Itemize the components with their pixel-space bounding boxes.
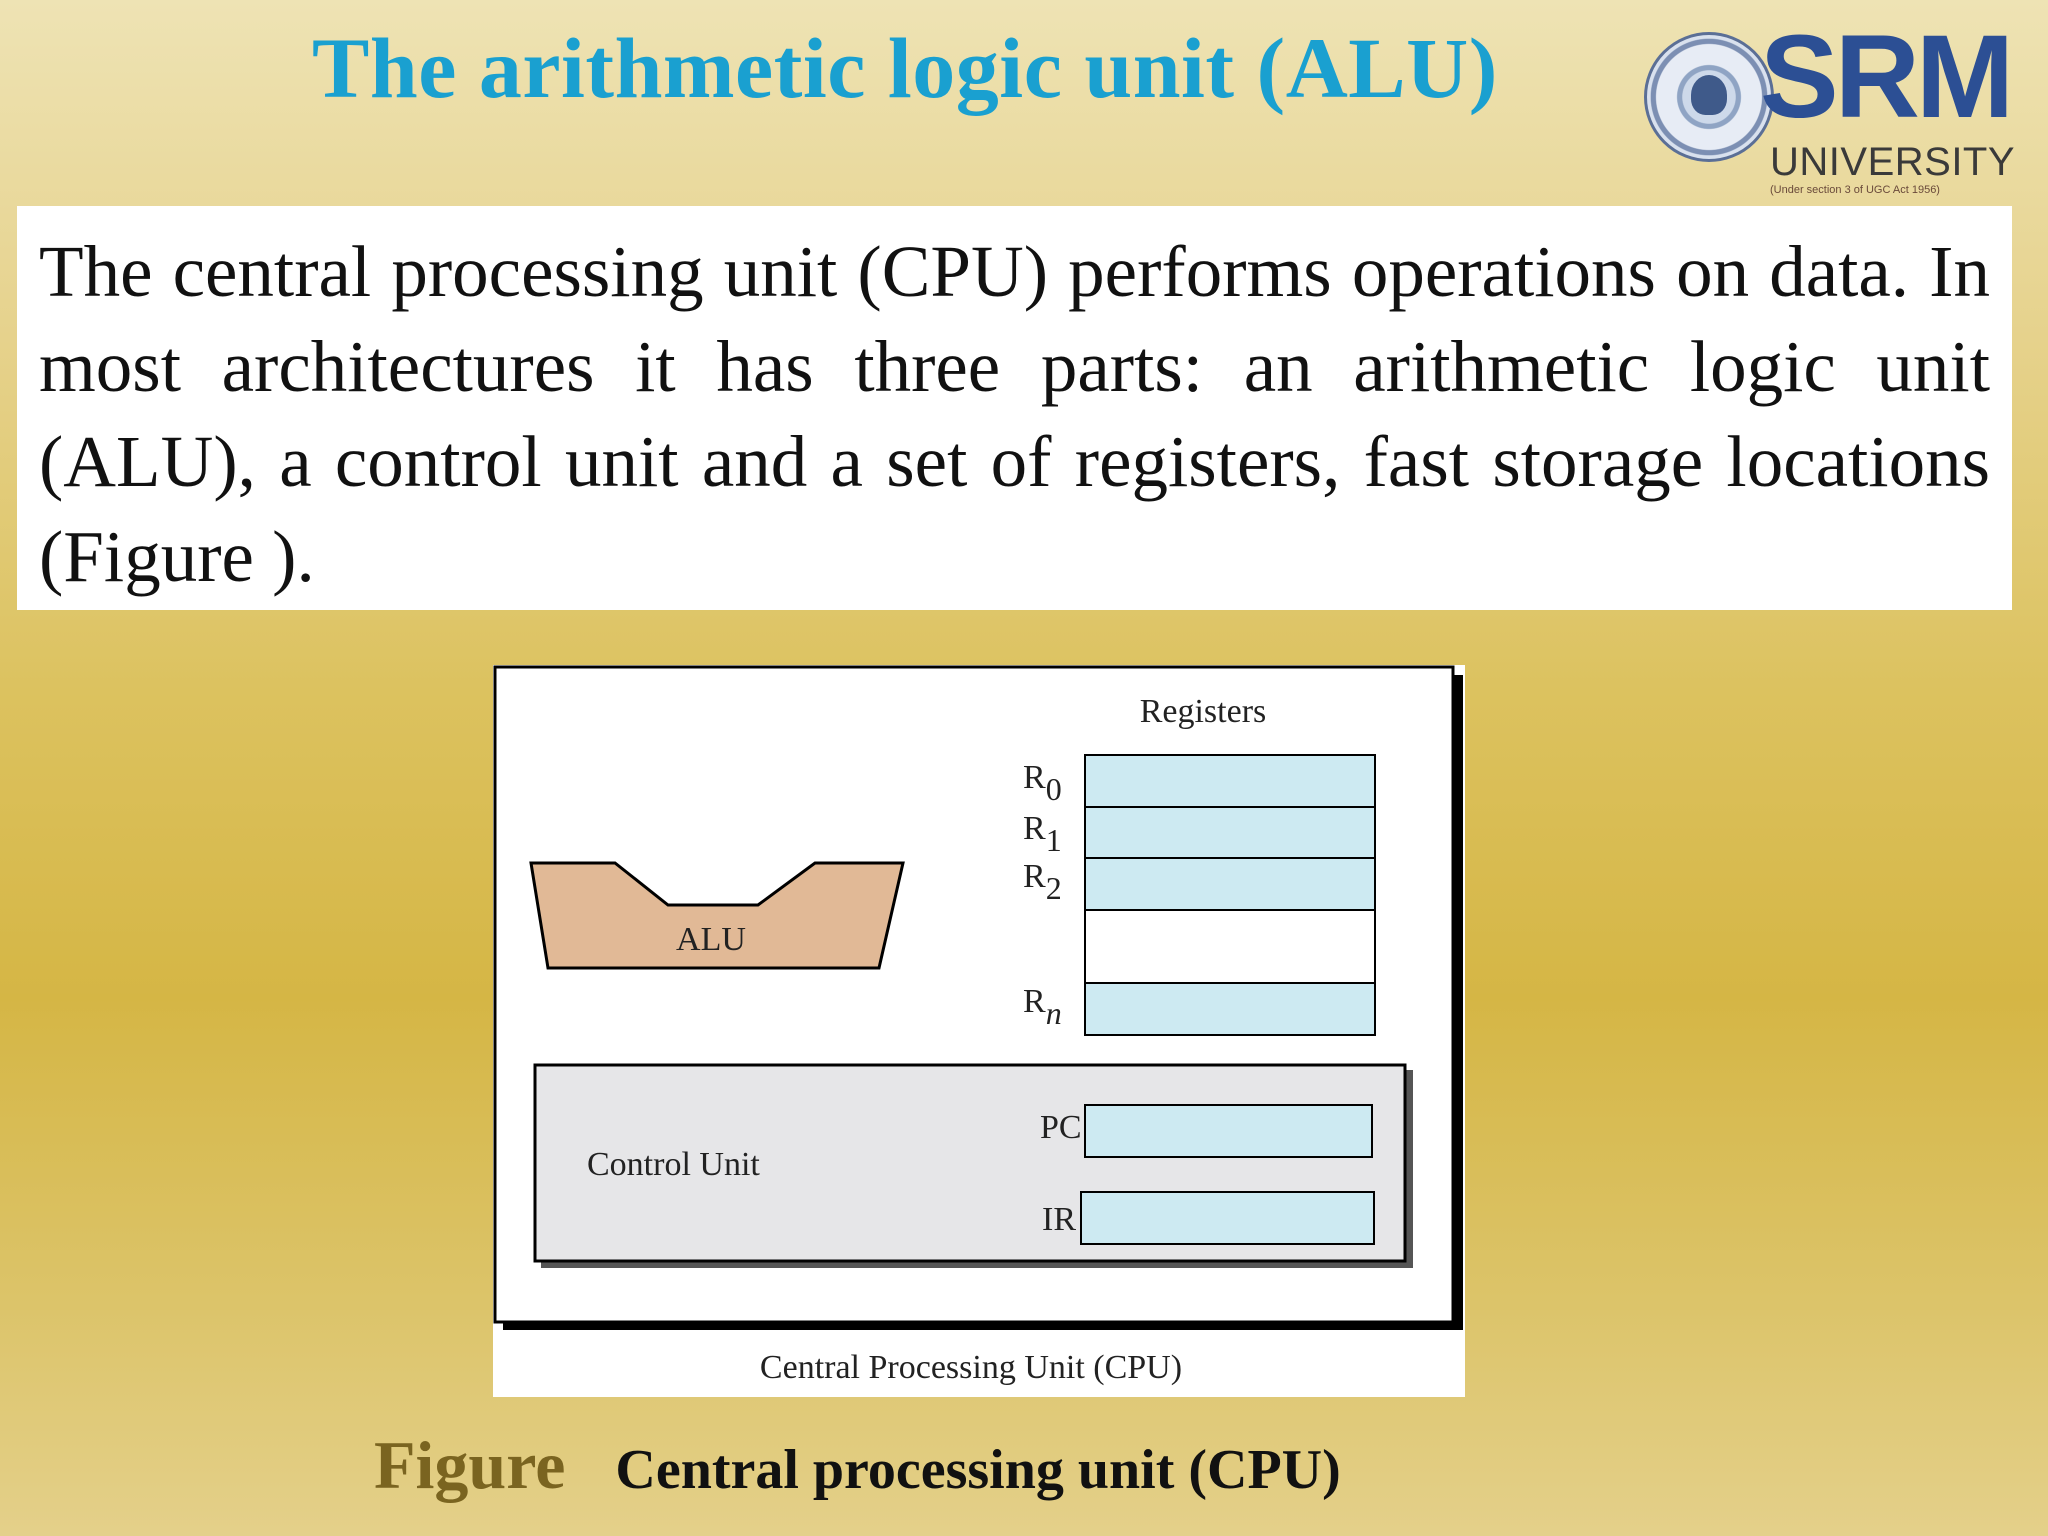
register-letter: R	[1023, 983, 1046, 1020]
caption-label: Figure	[374, 1427, 566, 1503]
register-gap	[1084, 909, 1376, 984]
cpu-footer-label: Central Processing Unit (CPU)	[760, 1349, 1182, 1386]
register-letter: R	[1023, 759, 1046, 796]
alu-label: ALU	[676, 921, 746, 958]
register-label-r0: R0	[1023, 759, 1062, 807]
figure-caption: Figure Central processing unit (CPU)	[374, 1426, 1341, 1505]
logo-fineprint: (Under section 3 of UGC Act 1956)	[1770, 184, 1940, 196]
register-letter: R	[1023, 858, 1046, 895]
pc-register	[1084, 1104, 1373, 1158]
caption-text: Central processing unit (CPU)	[615, 1439, 1341, 1501]
register-subscript: n	[1046, 995, 1062, 1031]
register-subscript: 1	[1046, 822, 1062, 858]
ir-register	[1080, 1191, 1375, 1245]
register-label-rn: Rn	[1023, 983, 1062, 1031]
register-r2	[1084, 857, 1376, 911]
control-unit-label: Control Unit	[587, 1146, 760, 1183]
register-letter: R	[1023, 810, 1046, 847]
body-paragraph: The central processing unit (CPU) perfor…	[39, 231, 1990, 597]
logo-wordmark: SRM	[1760, 11, 2014, 143]
register-label-r1: R1	[1023, 810, 1062, 858]
slide-title: The arithmetic logic unit (ALU)	[312, 20, 1498, 116]
university-seal-icon	[1644, 32, 1774, 162]
register-r1	[1084, 806, 1376, 859]
register-rn	[1084, 982, 1376, 1036]
logo-subtitle: UNIVERSITY	[1770, 140, 2016, 184]
alu-shape	[529, 861, 905, 970]
body-text-box: The central processing unit (CPU) perfor…	[17, 206, 2012, 610]
register-subscript: 2	[1046, 870, 1062, 906]
register-subscript: 0	[1046, 771, 1062, 807]
srm-university-logo: SRM UNIVERSITY (Under section 3 of UGC A…	[1640, 18, 2020, 204]
register-label-r2: R2	[1023, 858, 1062, 906]
registers-label: Registers	[1140, 693, 1267, 730]
ir-label: IR	[1042, 1201, 1076, 1238]
cpu-figure: Registers R0 R1 R2 Rn ALU Control Unit	[493, 665, 1465, 1397]
register-stack	[1084, 754, 1376, 1036]
pc-label: PC	[1040, 1109, 1082, 1146]
register-r0	[1084, 754, 1376, 808]
cpu-diagram: Registers R0 R1 R2 Rn ALU Control Unit	[493, 665, 1463, 1386]
